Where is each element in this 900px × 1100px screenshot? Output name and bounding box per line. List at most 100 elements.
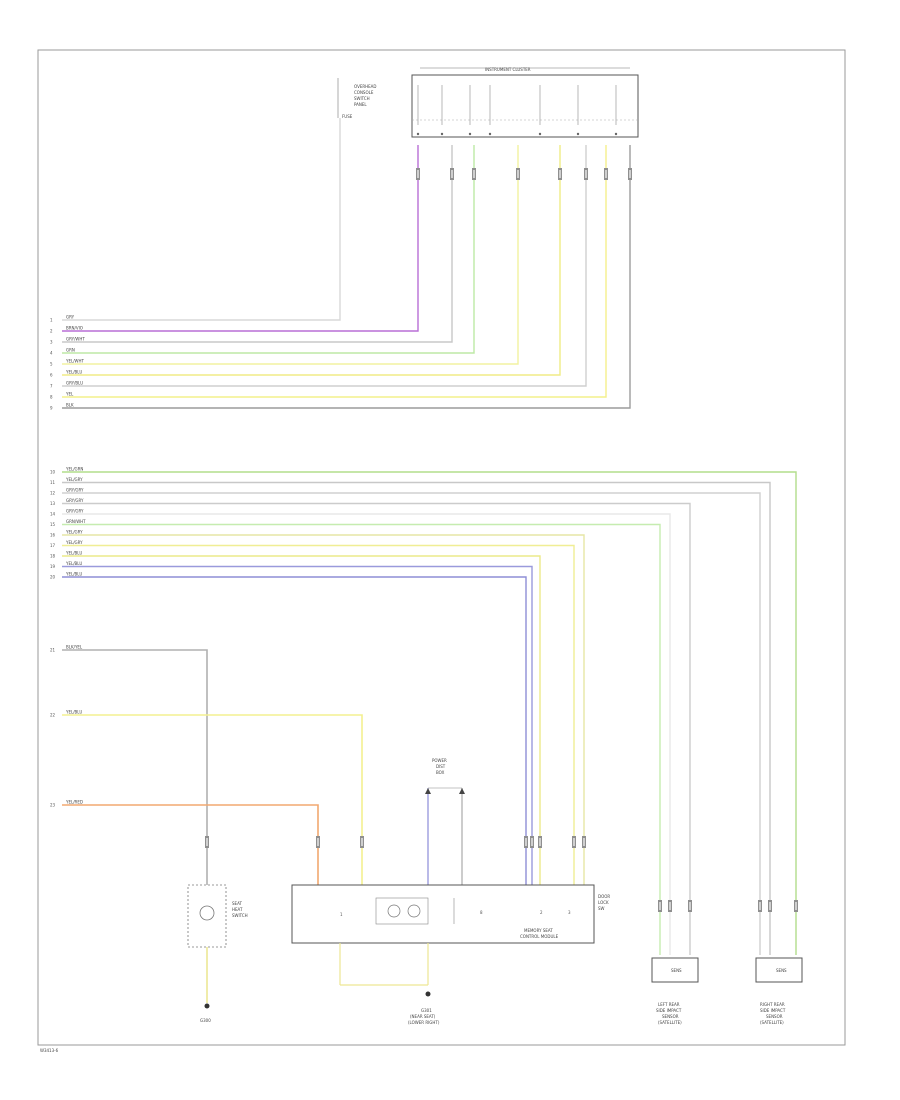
middle-wire-harness: 10YEL/GRN11YEL/GRY12GRY/GRY13GRY/GRY14GR… [50,467,798,955]
left-sensor-name: SENS [671,968,682,973]
wire-pin: 18 [50,554,56,559]
left-rear-sensor: SENS LEFT REAR SIDE IMPACT SENSOR (SATEL… [651,957,699,1025]
power-distribution-label: POWER DIST BOX [425,758,465,885]
upper-wire: 5 YEL/WHT [50,145,520,367]
left-sensor-label-3: SENSOR [662,1014,679,1019]
wire-label: YEL [65,392,74,397]
wire-pin: 13 [50,501,56,506]
module-side-1: DOOR [598,894,610,899]
wire-pin: 8 [50,395,53,400]
wire-pin: 14 [50,512,56,517]
wire-label: YEL/BLU [65,561,82,566]
wire-pin: 9 [50,406,53,411]
wire-pin: 6 [50,373,53,378]
middle-wire: 14 GRY/GRY [50,509,672,955]
overhead-console-label: OVERHEAD CONSOLE SWITCH PANEL FUSE [337,78,376,119]
wire-pin: 7 [50,384,53,389]
left-sensor-label-1: LEFT REAR [658,1002,680,1007]
wire-label: YEL/BLU [65,572,82,577]
right-sensor-name: SENS [776,968,787,973]
top-module-title: INSTRUMENT CLUSTER [485,67,531,72]
top-module: INSTRUMENT CLUSTER [411,67,639,138]
right-sensor-label-1: RIGHT REAR [760,1002,785,1007]
right-sensor-label-3: SENSOR [766,1014,783,1019]
middle-wire: 15 GRN/WHT [50,519,662,955]
wire-label: GRY/GRY [66,509,84,514]
wire-pin: 11 [50,480,56,485]
lower-wire: 21 BLK/YEL [50,645,209,885]
seat-heat-label-1: SEAT [232,901,242,906]
wire-pin: 23 [50,803,56,808]
side-label-line-4: PANEL [354,102,367,107]
diagram-frame [37,49,846,1046]
wire-pin: 16 [50,533,56,538]
top-module-box [411,74,639,138]
svg-text:1: 1 [340,912,343,917]
wire-label: YEL/BLU [65,370,82,375]
power-label-2: DIST [436,764,446,769]
wire-label: GRN/WHT [66,519,86,524]
upper-wire: 9 BLK [50,145,632,411]
right-sensor-label-4: (SATELLITE) [760,1020,784,1025]
wire-pin: 3 [50,340,53,345]
wire-label: YEL/BLU [65,710,82,715]
footer-code: W3413-6 [40,1048,59,1053]
wire-label: BLK [66,403,74,408]
svg-text:8: 8 [480,910,483,915]
wire-label: BRN/VIO [66,326,83,331]
wire-label: YEL/WHT [65,359,85,364]
wire-label: GRY [66,315,75,320]
power-label-3: BOX [436,770,445,775]
seat-heat-label-2: HEAT [232,907,243,912]
wire-pin: 10 [50,470,56,475]
seat-heat-switch-box [187,884,227,948]
memory-seat-module: MEMORY SEAT CONTROL MODULE DOOR LOCK SW … [291,884,610,1025]
side-label-line-2: CONSOLE [354,90,374,95]
upper-wire: 3 GRY/WHT [50,145,454,345]
side-label-line-3: SWITCH [354,96,370,101]
upper-wire: 8 YEL [50,145,608,400]
wire-pin: 12 [50,491,56,496]
lower-wire: 22 YEL/BLU [50,710,364,885]
wire-pin: 15 [50,522,56,527]
left-sensor-label-4: (SATELLITE) [658,1020,682,1025]
wire-pin: 21 [50,648,56,653]
wire-pin: 1 [50,318,53,323]
svg-text:2: 2 [540,910,543,915]
wire-label: GRY/GRY [66,498,84,503]
wire-label: BLK/YEL [66,645,83,650]
side-label-line-1: OVERHEAD [354,84,376,89]
wire-label: YEL/GRN [65,467,83,472]
right-rear-sensor-box [755,957,803,983]
wire-pin: 19 [50,564,56,569]
ground-label: G300 [200,1018,211,1023]
wire-label: GRY/WHT [66,337,85,342]
seat-heat-label-3: SWITCH [232,913,248,918]
middle-wire: 11 YEL/GRY [50,477,772,955]
upper-wire: 6 YEL/BLU [50,145,562,378]
wire-label: YEL/BLU [65,551,82,556]
wire-pin: 22 [50,713,56,718]
middle-wire: 10 YEL/GRN [50,467,798,955]
power-label-1: POWER [432,758,447,763]
wire-label: YEL/GRY [65,477,83,482]
wire-pin: 4 [50,351,53,356]
wire-pin: 5 [50,362,53,367]
left-rear-sensor-box [651,957,699,983]
module-label-1: MEMORY SEAT [524,928,553,933]
module-ground-1: G301 [421,1008,432,1013]
right-rear-sensor: SENS RIGHT REAR SIDE IMPACT SENSOR (SATE… [755,957,803,1025]
seat-heat-switch: SEAT HEAT SWITCH G300 [187,884,248,1023]
